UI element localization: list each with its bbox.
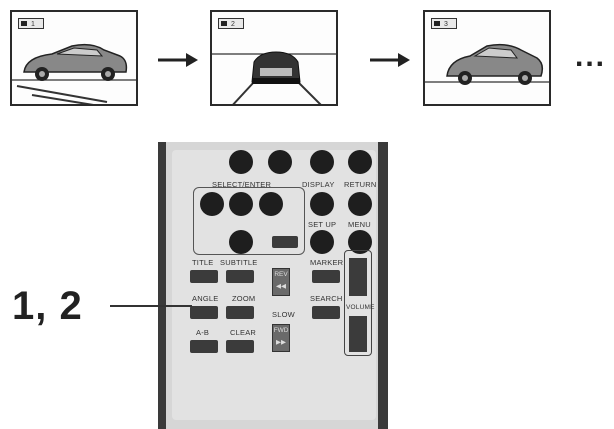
setup-button[interactable]: [310, 230, 334, 254]
cursor-right-button[interactable]: [259, 192, 283, 216]
search-label: SEARCH: [310, 294, 343, 303]
clear-button[interactable]: [226, 340, 254, 353]
angle-badge: 2: [218, 18, 244, 29]
camera-angle-icon: [434, 21, 440, 26]
volume-control: [344, 250, 372, 356]
top-button[interactable]: [310, 150, 334, 174]
marker-label: MARKER: [310, 258, 344, 267]
menu-label: MENU: [348, 220, 371, 229]
small-button[interactable]: [272, 236, 298, 248]
select-enter-cross: [193, 187, 305, 255]
angle-button[interactable]: [190, 306, 218, 319]
fwd-button[interactable]: FWD▶▶: [272, 324, 290, 352]
camera-angle-icon: [21, 21, 27, 26]
cursor-up-button[interactable]: [229, 150, 253, 174]
arrow-right-icon: [158, 53, 198, 67]
arrow-right-icon: [370, 53, 410, 67]
remote-panel: SELECT/ENTER DISPLAY RETURN SET UP MENU …: [172, 150, 376, 420]
camera-angle-icon: [221, 21, 227, 26]
callout-leader-line: [110, 305, 192, 307]
rewind-icon: ◀◀: [276, 283, 286, 290]
angle-label: ANGLE: [192, 294, 219, 303]
title-button[interactable]: [190, 270, 218, 283]
cursor-left-button[interactable]: [200, 192, 224, 216]
display-button[interactable]: [310, 192, 334, 216]
ab-label: A-B: [196, 328, 210, 337]
slow-label: SLOW: [272, 310, 295, 319]
volume-up-button[interactable]: [349, 258, 367, 296]
angle-badge: 3: [431, 18, 457, 29]
ab-button[interactable]: [190, 340, 218, 353]
zoom-label: ZOOM: [232, 294, 256, 303]
angle-badge: 1: [18, 18, 44, 29]
setup-label: SET UP: [308, 220, 337, 229]
continuation-dots: ...: [575, 40, 607, 73]
top-button[interactable]: [348, 150, 372, 174]
subtitle-button[interactable]: [226, 270, 254, 283]
car-side-view: [12, 43, 136, 104]
search-button[interactable]: [312, 306, 340, 319]
clear-label: CLEAR: [230, 328, 257, 337]
return-label: RETURN: [344, 180, 377, 189]
select-enter-label: SELECT/ENTER: [212, 180, 272, 189]
zoom-button[interactable]: [226, 306, 254, 319]
car-front-view: [212, 51, 336, 104]
display-label: DISPLAY: [302, 180, 335, 189]
angle-frame-3: 3: [423, 10, 551, 106]
car-three-quarter-view: [425, 43, 549, 85]
title-label: TITLE: [192, 258, 214, 267]
top-button[interactable]: [268, 150, 292, 174]
select-enter-button[interactable]: [229, 192, 253, 216]
remote-control: SELECT/ENTER DISPLAY RETURN SET UP MENU …: [158, 142, 388, 429]
rev-button[interactable]: REV◀◀: [272, 268, 290, 296]
volume-down-button[interactable]: [349, 316, 367, 352]
step-callout: 1, 2: [12, 284, 83, 328]
fast-forward-icon: ▶▶: [276, 339, 286, 346]
volume-label: VOLUME: [346, 304, 375, 311]
angle-frame-1: 1: [10, 10, 138, 106]
marker-button[interactable]: [312, 270, 340, 283]
return-button[interactable]: [348, 192, 372, 216]
angle-frame-2: 2: [210, 10, 338, 106]
subtitle-label: SUBTITLE: [220, 258, 258, 267]
cursor-down-button[interactable]: [229, 230, 253, 254]
